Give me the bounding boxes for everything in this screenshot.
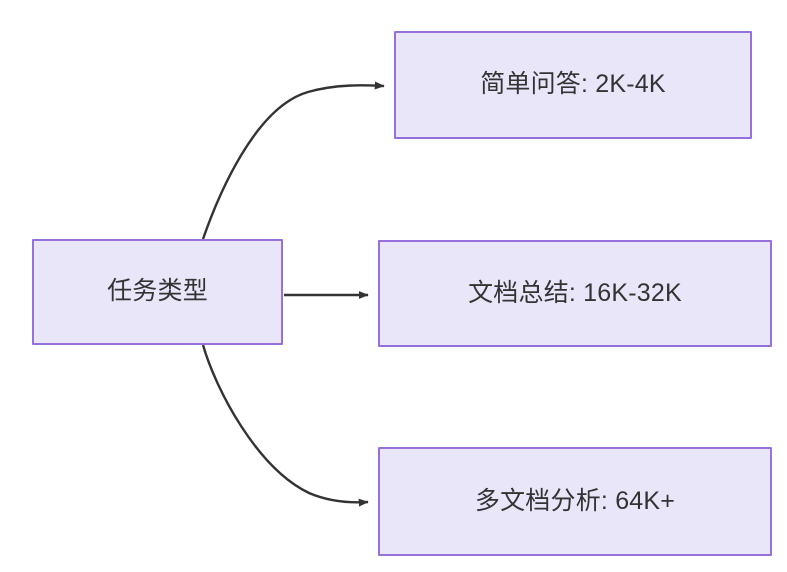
- node-multi-doc-label: 多文档分析: 64K+: [474, 486, 676, 515]
- node-doc-summary-label: 文档总结: 16K-32K: [468, 278, 682, 307]
- node-task-type[interactable]: 任务类型: [32, 239, 283, 345]
- node-doc-summary[interactable]: 文档总结: 16K-32K: [378, 240, 772, 347]
- node-multi-doc[interactable]: 多文档分析: 64K+: [378, 447, 772, 556]
- node-simple-qa-label: 简单问答: 2K-4K: [480, 70, 666, 99]
- node-simple-qa[interactable]: 简单问答: 2K-4K: [394, 31, 752, 139]
- edge-source-multi-doc: [201, 344, 369, 507]
- node-task-type-label: 任务类型: [107, 277, 208, 306]
- edge-source-simple-qa: [201, 81, 385, 240]
